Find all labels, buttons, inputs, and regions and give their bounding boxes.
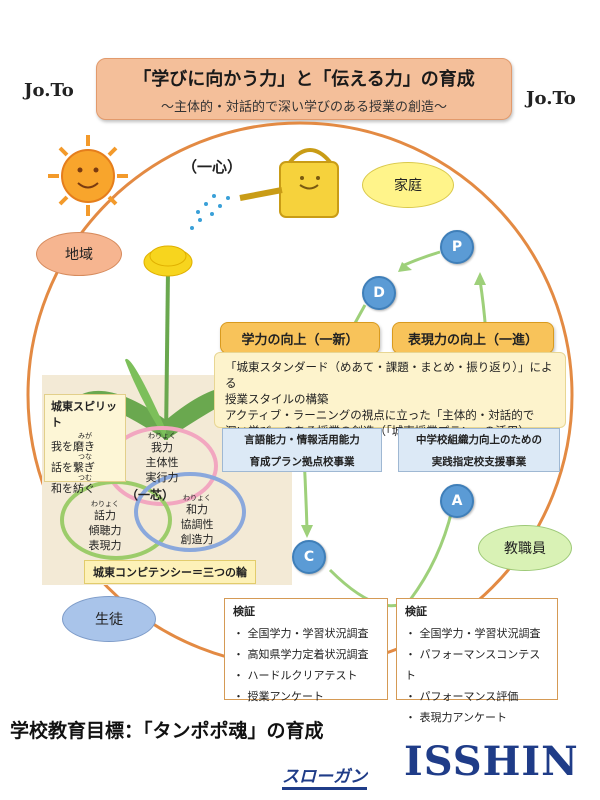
strategy-line: 授業スタイルの構築 — [225, 391, 555, 407]
ring-ruby: わりょく — [135, 432, 189, 440]
water-drops — [190, 194, 230, 230]
verification-item: ・ 全国学力・学習状況調査 — [233, 623, 379, 644]
ring-line: 実行力 — [135, 470, 189, 485]
ring-line: 表現力 — [78, 538, 132, 553]
spirit-ruby: つな — [51, 453, 119, 461]
ring-line: 主体性 — [135, 455, 189, 470]
strategy-panel: 「城東スタンダード（めあて・課題・まとめ・振り返り）」による 授業スタイルの構築… — [214, 352, 566, 428]
ring-line: 協調性 — [170, 517, 224, 532]
project-line: 実践指定校支援事業 — [399, 451, 559, 473]
pdca-p: P — [440, 230, 474, 264]
project-line: 育成プラン拠点校事業 — [223, 451, 381, 473]
spirit-ruby: みが — [51, 432, 119, 440]
ring-text-right: わりょく 和力 協調性 創造力 — [170, 494, 224, 547]
ring-line: 我力 — [135, 440, 189, 455]
bubble-community: 地域 — [36, 232, 122, 276]
pdca-d: D — [362, 276, 396, 310]
issin-heart-label: （一芯） — [126, 486, 174, 503]
pdca-c: C — [292, 540, 326, 574]
tag-academic: 学力の向上（一新） — [220, 322, 380, 354]
tag-expression: 表現力の向上（一進） — [392, 322, 554, 354]
pdca-a: A — [440, 484, 474, 518]
verification-title: 検証 — [233, 603, 379, 619]
ring-line: 話力 — [78, 508, 132, 523]
bubble-students: 生徒 — [62, 596, 156, 642]
spirit-item: 我を磨き — [51, 440, 119, 453]
spirit-box: 城東スピリット みが 我を磨き つな 話を繋ぎ つむ 和を紡ぐ — [44, 394, 126, 482]
ring-ruby: わりょく — [170, 494, 224, 502]
project-box-right: 中学校組織力向上のための 実践指定校支援事業 — [398, 428, 560, 472]
verification-left: 検証 ・ 全国学力・学習状況調査 ・ 高知県学力定着状況調査 ・ ハードルクリア… — [224, 598, 388, 700]
verification-right: 検証 ・ 全国学力・学習状況調査 ・ パフォーマンスコンテスト ・ パフォーマン… — [396, 598, 558, 700]
verification-item: ・ ハードルクリアテスト — [233, 665, 379, 686]
spirit-item: 和を紡ぐ — [51, 482, 119, 495]
spirit-ruby: つむ — [51, 474, 119, 482]
spirit-title: 城東スピリット — [51, 398, 119, 430]
project-box-left: 言語能力・情報活用能力 育成プラン拠点校事業 — [222, 428, 382, 472]
verification-item: ・ 全国学力・学習状況調査 — [405, 623, 549, 644]
bubble-family: 家庭 — [362, 162, 454, 208]
verification-item: ・ 授業アンケート — [233, 686, 379, 707]
verification-item: ・ 高知県学力定着状況調査 — [233, 644, 379, 665]
spirit-item: 話を繋ぎ — [51, 461, 119, 474]
bubble-staff: 教職員 — [478, 525, 572, 571]
verification-item: ・ 表現力アンケート — [405, 707, 549, 728]
slogan-label: スローガン — [282, 762, 367, 790]
strategy-line: 「城東スタンダード（めあて・課題・まとめ・振り返り）」による — [225, 359, 555, 391]
school-goal: 学校教育目標：「タンポポ魂」の育成 — [10, 716, 324, 743]
ring-text-top: わりょく 我力 主体性 実行力 — [135, 432, 189, 485]
ring-line: 創造力 — [170, 532, 224, 547]
project-line: 言語能力・情報活用能力 — [223, 429, 381, 451]
ring-line: 傾聴力 — [78, 523, 132, 538]
ring-line: 和力 — [170, 502, 224, 517]
verification-item: ・ パフォーマンスコンテスト — [405, 644, 549, 686]
isshin-label: （一心） — [182, 156, 242, 177]
project-line: 中学校組織力向上のための — [399, 429, 559, 451]
sun-icon — [48, 135, 128, 216]
slogan-word: ISSHIN — [404, 738, 579, 785]
watering-can-icon — [240, 150, 338, 217]
ring-text-left: わりょく 話力 傾聴力 表現力 — [78, 500, 132, 553]
ring-ruby: わりょく — [78, 500, 132, 508]
verification-item: ・ パフォーマンス評価 — [405, 686, 549, 707]
strategy-line: アクティブ・ラーニングの視点に立った「主体的・対話的で — [225, 407, 555, 423]
competency-bar: 城東コンピテンシー＝三つの輪 — [84, 560, 256, 584]
verification-title: 検証 — [405, 603, 549, 619]
